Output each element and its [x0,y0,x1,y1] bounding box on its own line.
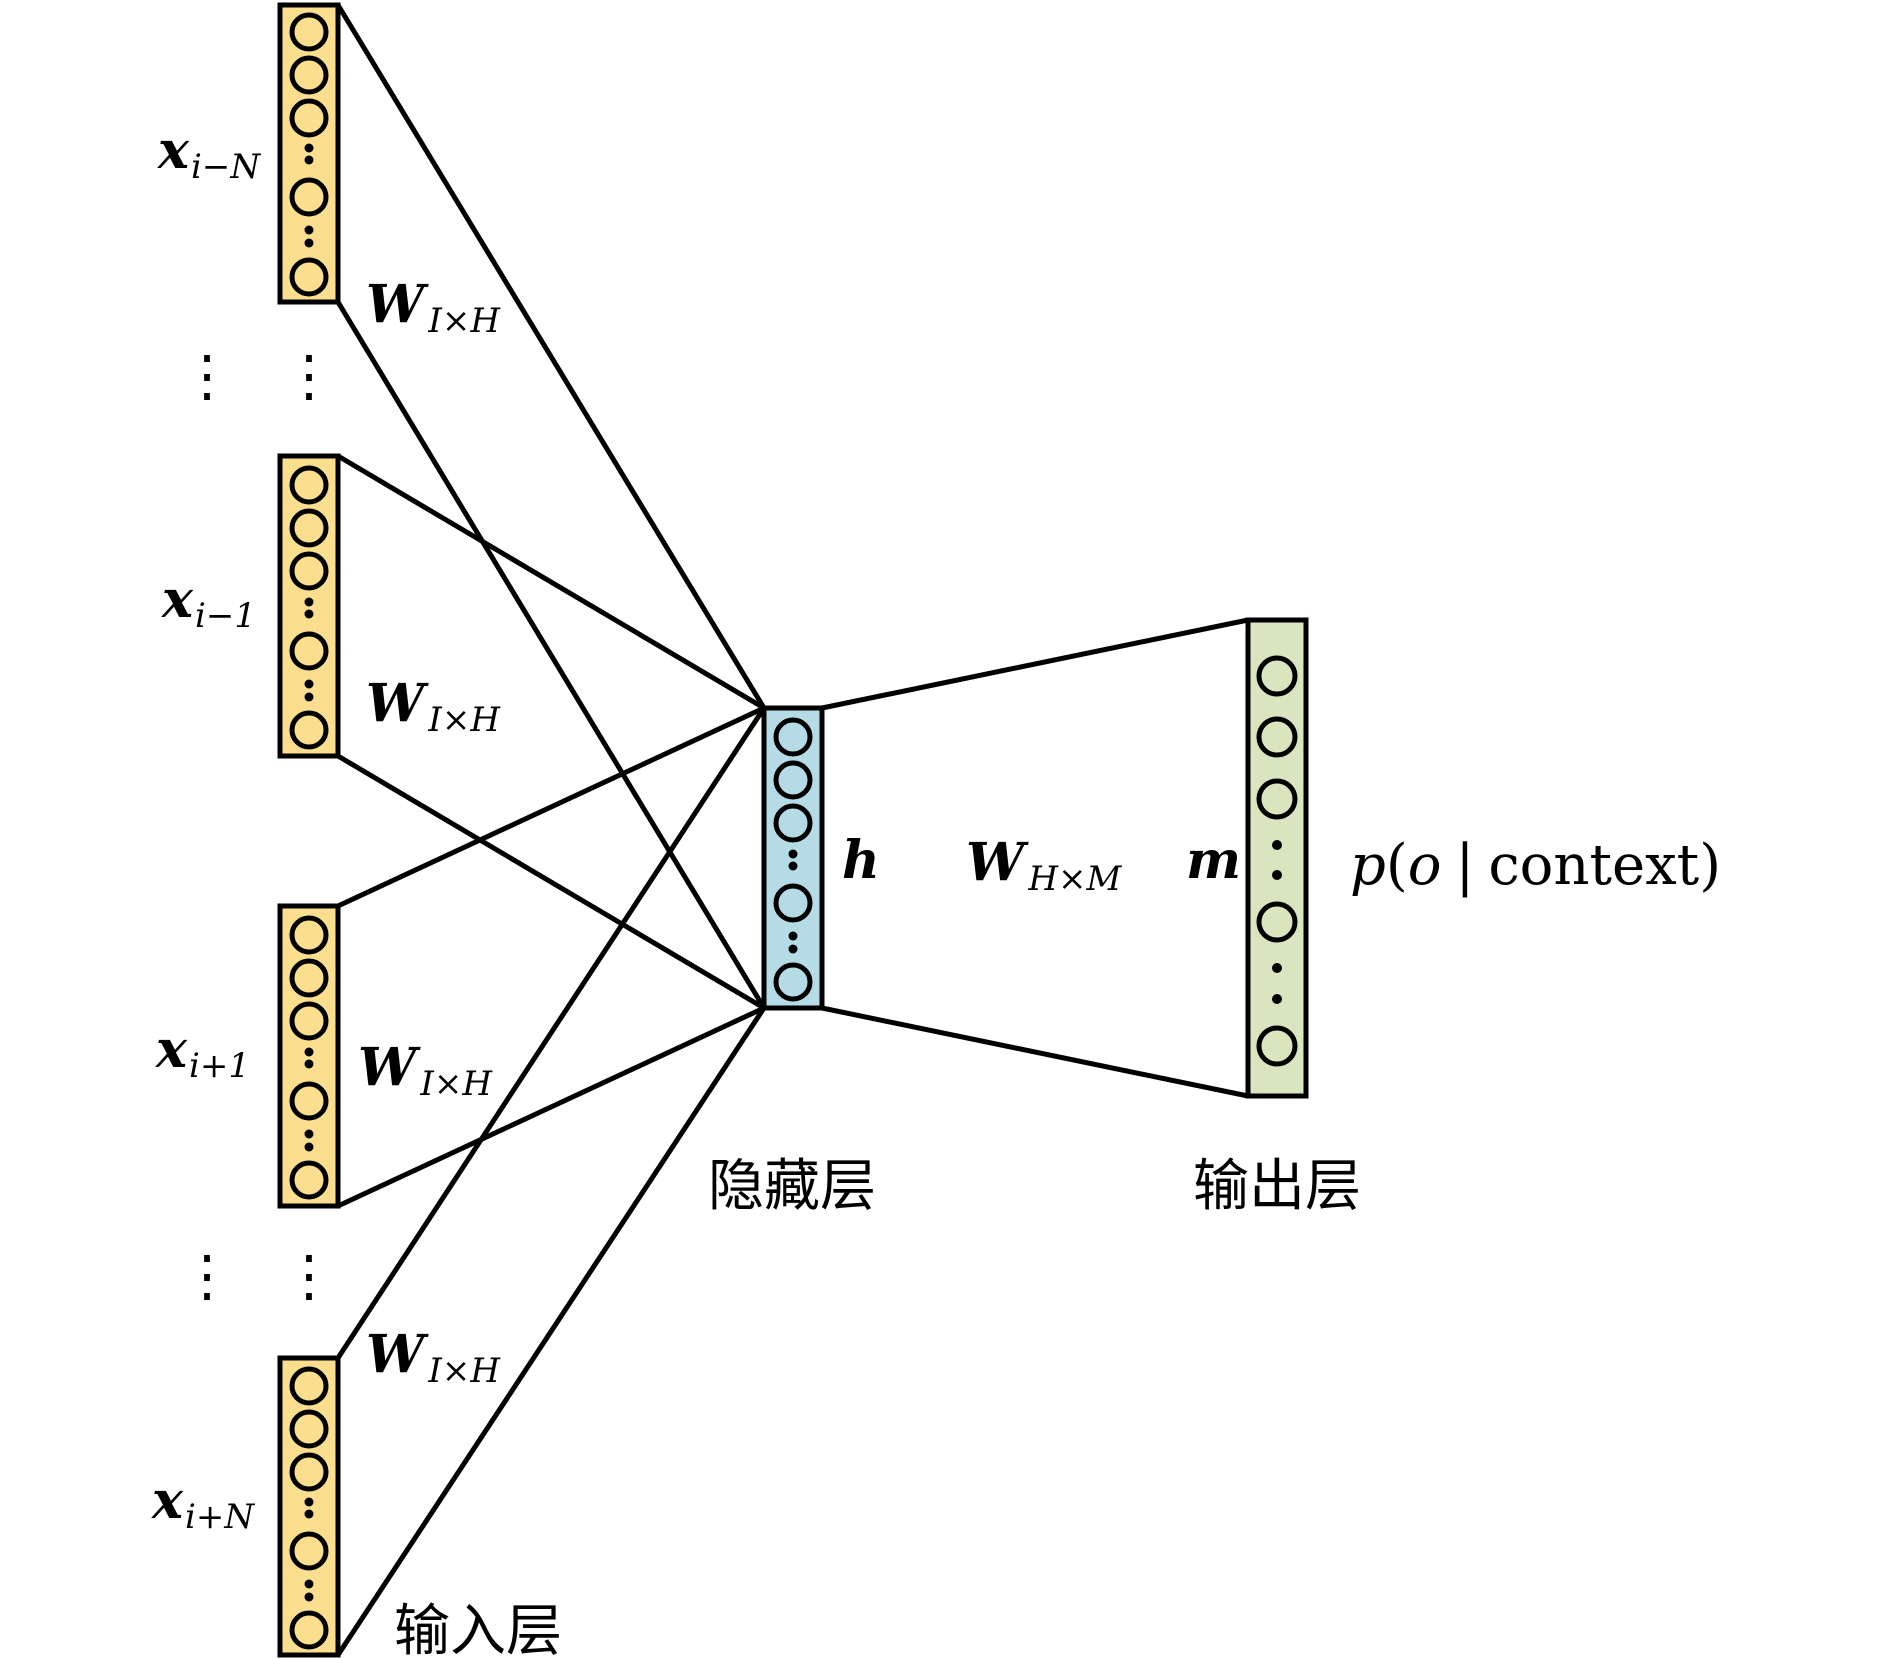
ellipsis-dot [304,692,314,702]
input-column [277,903,341,1209]
neuron-node [773,962,813,1002]
input-layer-box [277,1355,341,1658]
output-probability: p(o|context) [1350,833,1721,898]
output-layer-caption: 输出层 [1193,1154,1361,1219]
input-vector-label: xi+N [151,1470,255,1537]
neuron-node [289,958,329,998]
connection-line [336,453,766,711]
ellipsis-dot [304,1579,314,1589]
ellipsis-dot [1272,994,1282,1004]
connection-line [335,1006,767,1657]
ellipsis-dot [304,225,314,235]
vertical-ellipsis: ⋮ [179,1244,235,1309]
neuron-node [773,717,813,757]
neuron-node [289,1001,329,1041]
input-hidden-connections [335,3,767,1657]
vertical-ellipsis: ⋮ [281,344,337,409]
input-column [277,2,341,305]
connection-line [336,753,766,1011]
input-vector-label: xi−N [157,120,261,187]
neuron-node [773,760,813,800]
connection-line [821,1005,1249,1099]
ellipsis-dot [1272,840,1282,850]
ellipsis-dot [304,238,314,248]
connection-line [335,300,767,1010]
ellipsis-dot [304,597,314,607]
neuron-node [289,177,329,217]
ellipsis-dot [304,609,314,619]
ellipsis-dot [304,1142,314,1152]
ellipsis-dot [304,1059,314,1069]
connection-line [336,705,766,909]
vertical-ellipsis: ⋮ [179,344,235,409]
input-column [277,1355,341,1658]
input-layer-caption: 输入层 [394,1599,562,1658]
neuron-node [773,803,813,843]
neuron-node [289,1366,329,1406]
neuron-node [773,883,813,923]
neuron-node [289,98,329,138]
neuron-node [289,508,329,548]
ellipsis-dot [788,931,798,941]
ellipsis-dot [1272,963,1282,973]
output-layer-box [1245,617,1309,1099]
ellipsis-dot [304,1592,314,1602]
neuron-node [289,257,329,297]
neuron-node [289,1610,329,1650]
hidden-vector-label: h [842,830,880,891]
input-column [277,453,341,759]
hidden-layer-caption: 隐藏层 [708,1154,876,1219]
ellipsis-dot [304,679,314,689]
ellipsis-dot [304,1129,314,1139]
output-layer [1245,617,1309,1099]
neuron-node [289,55,329,95]
input-vector-label: xi+1 [155,1019,250,1086]
neuron-node [289,1081,329,1121]
connection-line [335,3,767,710]
ellipsis-dot [788,944,798,954]
vertical-ellipsis: ⋮ [281,1244,337,1309]
ellipsis-dot [1272,870,1282,880]
connection-line [821,617,1249,711]
neuron-node [1256,1025,1298,1067]
input-layer-box [277,2,341,305]
neuron-node [1256,655,1298,697]
ellipsis-dot [304,1497,314,1507]
neuron-node [289,710,329,750]
neuron-node [289,1452,329,1492]
neuron-node [289,1409,329,1449]
neuron-node [1256,901,1298,943]
ellipsis-dot [304,1047,314,1057]
ellipsis-dot [788,849,798,859]
ellipsis-dot [304,143,314,153]
neuron-node [289,1160,329,1200]
ellipsis-dot [304,1509,314,1519]
neuron-node [1256,778,1298,820]
output-vector-label: m [1186,830,1241,891]
neuron-node [289,1531,329,1571]
neuron-node [289,465,329,505]
neuron-node [1256,716,1298,758]
hidden-output-connections [821,617,1249,1099]
neuron-node [289,915,329,955]
neuron-node [289,12,329,52]
ellipsis-dot [788,861,798,871]
input-vector-label: xi−1 [161,569,256,636]
connection-line [336,1005,766,1209]
neuron-node [289,551,329,591]
connection-line [335,706,767,1360]
ellipsis-dot [304,155,314,165]
input-ellipsis: ⋮ ⋮ ⋮ ⋮ [179,344,337,1309]
neuron-node [289,631,329,671]
hidden-layer [761,705,825,1011]
